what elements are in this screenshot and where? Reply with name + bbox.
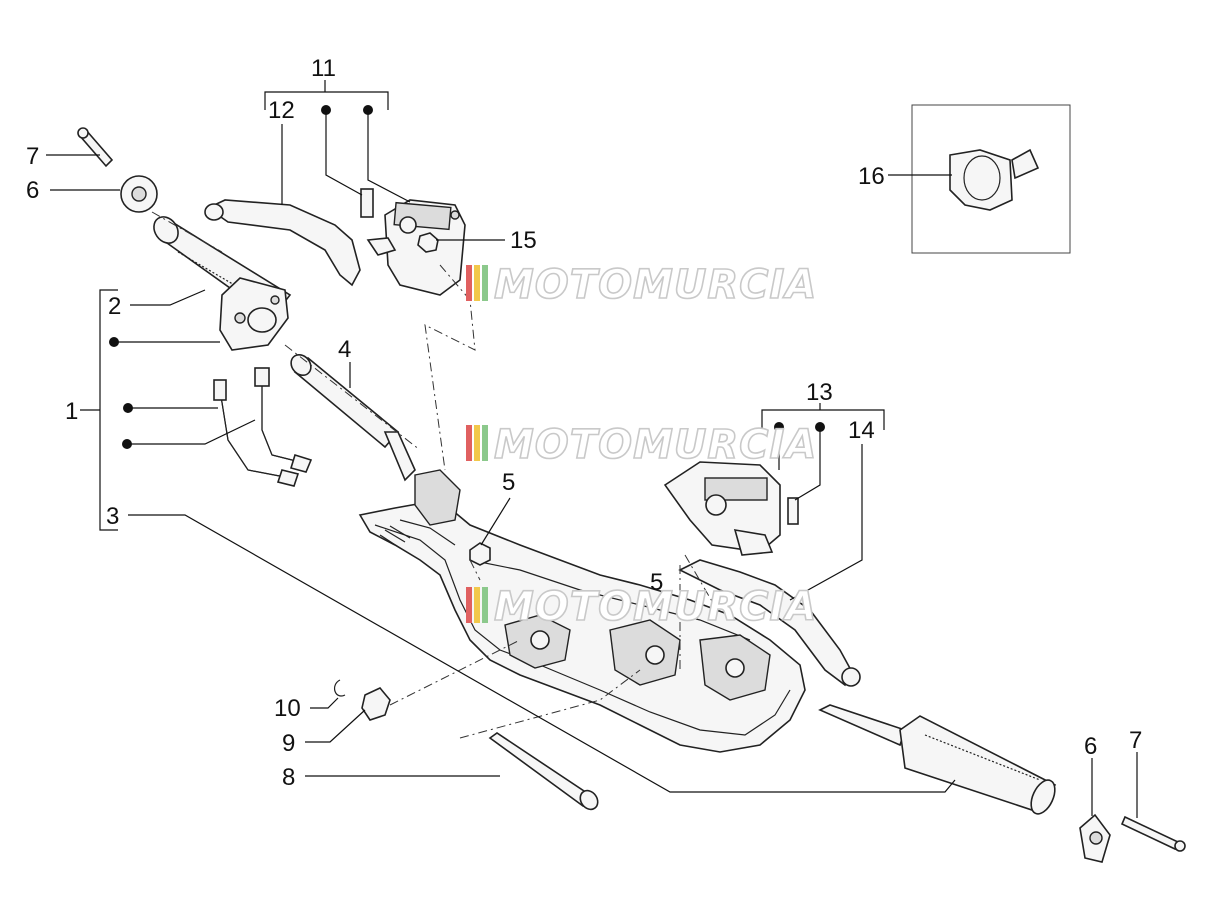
watermark-bottom: MOTOMURCIA <box>466 583 817 631</box>
callout-8: 8 <box>282 764 295 791</box>
right-grip <box>818 704 1057 815</box>
callout-5-second: 5 <box>650 569 663 596</box>
callout-11: 11 <box>311 55 336 82</box>
right-master-cylinder <box>663 461 799 556</box>
throttle-grip <box>153 216 292 351</box>
watermark-top: MOTOMURCIA <box>466 261 817 309</box>
callout-10: 10 <box>274 695 301 722</box>
callout-13: 13 <box>806 379 833 406</box>
bar-end-tube <box>290 353 416 482</box>
watermark-text: MOTOMURCIA <box>494 422 817 468</box>
end-cap-right <box>1079 813 1111 863</box>
watermark-text: MOTOMURCIA <box>494 584 817 630</box>
leader-lines <box>46 80 1138 818</box>
block-9 <box>361 687 391 721</box>
callout-6-right: 6 <box>1084 733 1097 760</box>
callout-5: 5 <box>502 469 515 496</box>
pin-8 <box>488 732 599 811</box>
callout-6-left: 6 <box>26 177 39 204</box>
callout-4: 4 <box>338 336 351 363</box>
callout-labels: 1 2 3 4 5 5 6 6 7 7 8 9 10 11 12 13 14 1… <box>26 55 1142 791</box>
callout-2: 2 <box>108 293 121 320</box>
callout-9: 9 <box>282 730 295 757</box>
nut-15 <box>417 232 439 253</box>
callout-7-left: 7 <box>26 143 39 170</box>
bolt-right <box>1120 815 1186 852</box>
end-cap-left <box>120 175 158 213</box>
watermark-text: MOTOMURCIA <box>494 262 817 308</box>
watermark-middle: MOTOMURCIA <box>466 421 817 469</box>
callout-3: 3 <box>106 503 119 530</box>
left-brake-lever <box>204 199 361 287</box>
callout-15: 15 <box>510 227 537 254</box>
right-brake-lever <box>678 559 861 687</box>
throttle-cables <box>213 367 313 487</box>
left-master-cylinder <box>360 188 466 296</box>
clamp-16 <box>949 148 1040 211</box>
callout-7-right: 7 <box>1129 727 1142 754</box>
callout-1: 1 <box>65 398 78 425</box>
callout-16: 16 <box>858 163 885 190</box>
assembly-center-lines <box>151 211 721 739</box>
bolt-left <box>77 127 114 168</box>
callout-14: 14 <box>848 417 875 444</box>
callout-12: 12 <box>268 97 295 124</box>
clip-10 <box>333 679 346 697</box>
